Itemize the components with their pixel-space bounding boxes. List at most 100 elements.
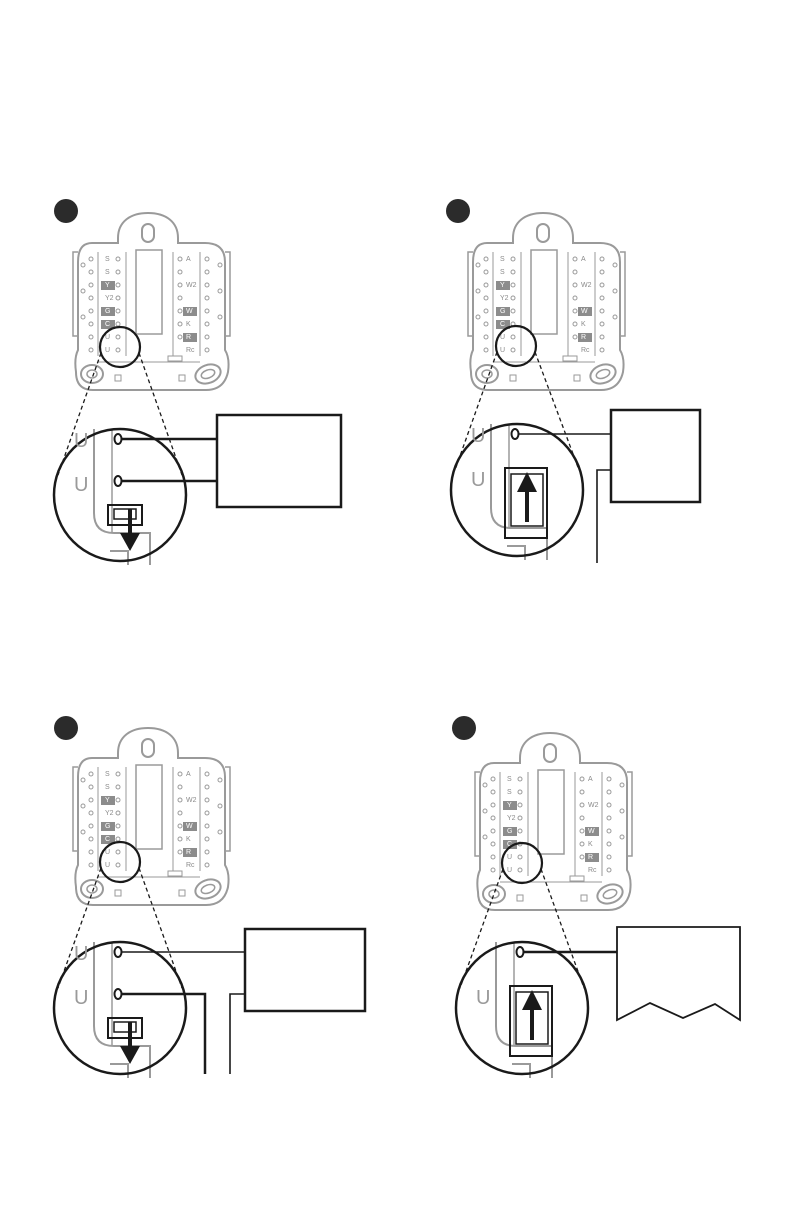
terminal-labels: SSYY2GCUUAW2WKRRcSSYY2GCUUAW2WKRRcSSYY2G…	[105, 256, 599, 874]
step-badge-2	[446, 199, 470, 223]
terminal-label: Rc	[581, 347, 590, 354]
terminal-screw	[115, 947, 122, 957]
terminal-label: R	[186, 849, 191, 856]
terminal-u-label: U	[74, 943, 88, 965]
terminal-screw	[517, 947, 524, 957]
terminal-label: W2	[588, 802, 599, 809]
terminal-u-label: U	[471, 425, 485, 447]
terminal-label: W2	[186, 797, 197, 804]
terminal-label: K	[588, 841, 593, 848]
terminal-label: K	[186, 836, 191, 843]
terminal-u-label: U	[74, 474, 88, 496]
terminal-label: R	[588, 854, 593, 861]
terminal-label: U	[507, 854, 512, 861]
terminal-label: U	[105, 347, 110, 354]
terminal-label: W2	[186, 282, 197, 289]
terminal-label: W	[186, 308, 193, 315]
wallplate-symbol	[475, 733, 632, 910]
terminal-label: R	[186, 334, 191, 341]
wallplate-symbol	[468, 213, 625, 390]
terminal-label: U	[507, 867, 512, 874]
terminal-label: U	[105, 334, 110, 341]
terminal-label: G	[105, 308, 110, 315]
terminal-label: C	[105, 836, 110, 843]
terminal-label: U	[500, 347, 505, 354]
equipment-box	[611, 410, 700, 502]
wire	[122, 994, 205, 1074]
terminal-label: G	[507, 828, 512, 835]
terminal-label: Y2	[105, 295, 114, 302]
terminal-label: W	[588, 828, 595, 835]
terminal-label: U	[105, 862, 110, 869]
magnify-circle	[94, 429, 150, 565]
terminal-label: U	[105, 849, 110, 856]
terminal-label: S	[500, 256, 505, 263]
terminal-u-label: U	[476, 987, 490, 1009]
terminal-label: C	[105, 321, 110, 328]
terminal-screw	[115, 434, 122, 444]
terminal-label: C	[500, 321, 505, 328]
terminal-label: S	[105, 771, 110, 778]
step-badge-4	[452, 716, 476, 740]
terminal-label: S	[507, 789, 512, 796]
terminal-label: Y2	[500, 295, 509, 302]
arrow-up-icon	[522, 990, 542, 1010]
terminal-u-label: U	[74, 987, 88, 1009]
terminal-label: W	[581, 308, 588, 315]
terminal-label: R	[581, 334, 586, 341]
terminal-label: S	[105, 269, 110, 276]
terminal-u-label: U	[471, 469, 485, 491]
terminal-label: A	[581, 256, 586, 263]
terminal-label: Rc	[588, 867, 597, 874]
wire	[230, 994, 245, 1074]
magnify-circle	[94, 942, 150, 1078]
wallplate-symbol	[73, 213, 230, 390]
arrow-up-icon	[517, 472, 537, 492]
terminal-label: A	[588, 776, 593, 783]
terminal-label: G	[500, 308, 505, 315]
terminal-label: Y	[507, 802, 512, 809]
terminal-label: S	[105, 784, 110, 791]
wallplate-symbol	[73, 728, 230, 905]
magnifier-guide-line	[139, 353, 182, 475]
step-badge-3	[54, 716, 78, 740]
jumper-block	[108, 1018, 142, 1038]
terminal-label: S	[105, 256, 110, 263]
arrow-down-icon	[120, 533, 140, 551]
terminal-u-label: U	[74, 430, 88, 452]
magnifier-guide-line	[139, 868, 182, 988]
step-badge-1	[54, 199, 78, 223]
terminal-label: S	[507, 776, 512, 783]
wire	[597, 470, 611, 563]
wiring-panel-2	[446, 199, 625, 560]
terminal-label: G	[105, 823, 110, 830]
terminal-label: W	[186, 823, 193, 830]
terminal-label: K	[186, 321, 191, 328]
terminal-label: Rc	[186, 347, 195, 354]
jumper-switch	[114, 509, 136, 519]
terminal-label: Y	[105, 797, 110, 804]
terminal-label: U	[500, 334, 505, 341]
arrow-down-icon	[120, 1046, 140, 1064]
equipment-box-torn	[617, 927, 740, 1020]
terminal-label: K	[581, 321, 586, 328]
terminal-label: Rc	[186, 862, 195, 869]
terminal-label: W2	[581, 282, 592, 289]
terminal-screw	[115, 476, 122, 486]
equipment-box	[217, 415, 341, 507]
wiring-panel-4	[452, 716, 632, 1078]
equipment-box	[245, 929, 365, 1011]
jumper-block	[108, 505, 142, 525]
terminal-screw	[115, 989, 122, 999]
magnifier-source-circle	[502, 843, 542, 883]
terminal-label: Y2	[507, 815, 516, 822]
terminal-label: A	[186, 256, 191, 263]
terminal-label: Y	[105, 282, 110, 289]
terminal-screw	[512, 429, 519, 439]
magnifier-source-circle	[496, 326, 536, 366]
jumper-switch	[114, 1022, 136, 1032]
terminal-label: Y2	[105, 810, 114, 817]
terminal-label: Y	[500, 282, 505, 289]
